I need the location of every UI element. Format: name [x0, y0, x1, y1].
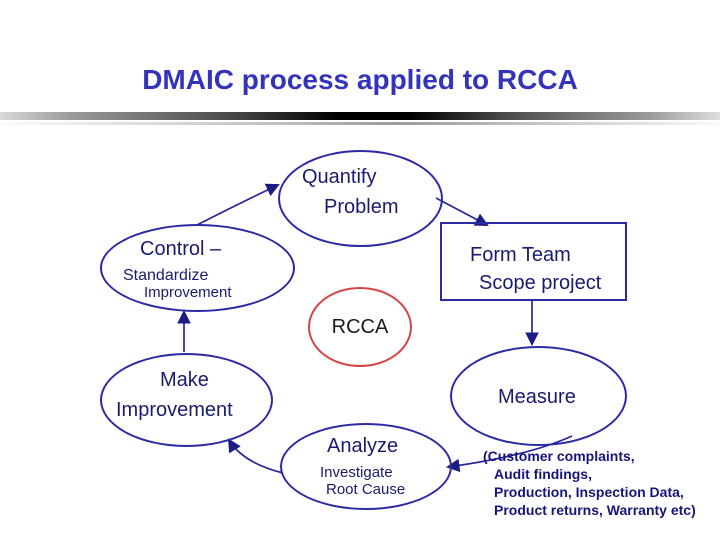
quantify-label-line1: Quantify [302, 166, 377, 188]
note-line-4: Product returns, Warranty etc) [494, 502, 696, 518]
node-measure: Measure [450, 346, 627, 446]
analyze-label-line2: Investigate [320, 464, 393, 481]
note-line-1: (Customer complaints, [483, 448, 635, 464]
title-divider [0, 112, 720, 125]
divider-bar-dark [0, 112, 720, 120]
arrow-quantify-to-formteam [435, 197, 489, 226]
make-label-line2: Improvement [116, 399, 233, 421]
node-form-team: Form Team Scope project [440, 222, 627, 301]
make-label-line1: Make [160, 369, 209, 391]
measure-label: Measure [498, 386, 576, 408]
slide-title: DMAIC process applied to RCCA [142, 64, 578, 95]
note-line-2: Audit findings, [494, 466, 592, 482]
node-analyze: Analyze Investigate Root Cause [280, 423, 452, 510]
quantify-label-line2: Problem [324, 196, 399, 218]
analyze-label-line1: Analyze [327, 435, 399, 457]
analyze-label-line3: Root Cause [326, 481, 406, 498]
control-label-line1: Control – [140, 238, 222, 260]
node-quantify-problem: Quantify Problem [278, 150, 443, 247]
divider-bar-light [0, 122, 720, 125]
control-label-line3: Improvement [144, 284, 232, 301]
node-control: Control – Standardize Improvement [100, 224, 295, 312]
arrow-control-to-quantify [196, 183, 280, 226]
data-sources-note: (Customer complaints, Audit findings, Pr… [483, 447, 696, 519]
arrow-analyze-to-make [227, 438, 284, 474]
node-make-improvement: Make Improvement [100, 353, 273, 447]
rcca-label: RCCA [331, 315, 389, 338]
form-team-label-line1: Form Team [470, 244, 571, 266]
form-team-label-line2: Scope project [479, 272, 602, 294]
note-line-3: Production, Inspection Data, [494, 484, 684, 500]
control-label-line2: Standardize [123, 267, 209, 284]
node-rcca: RCCA [308, 287, 412, 367]
